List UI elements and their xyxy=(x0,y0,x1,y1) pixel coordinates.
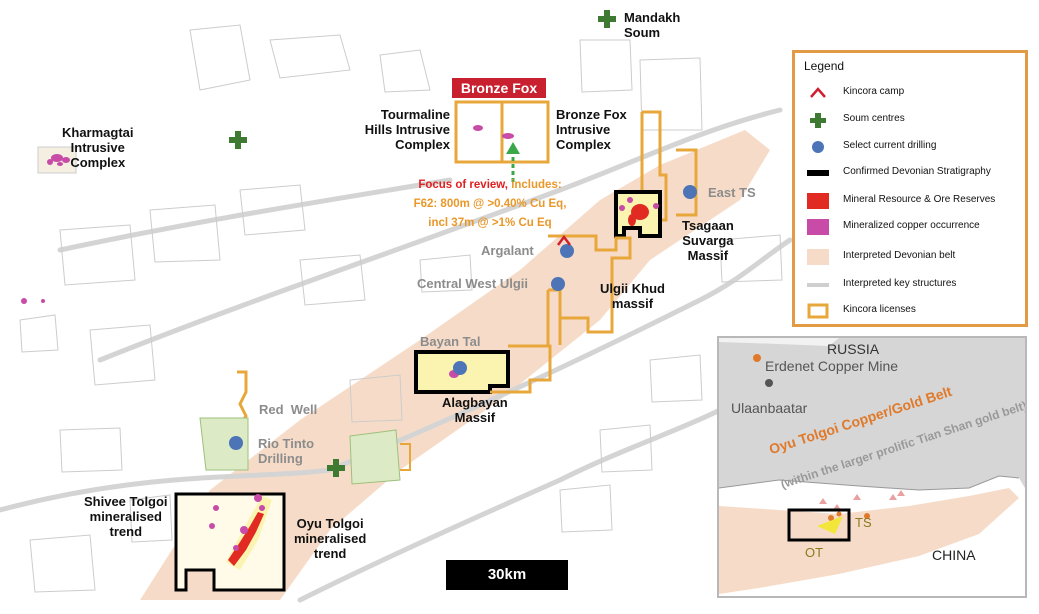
legend-panel: Legend Kincora camp Soum centres Select … xyxy=(792,50,1028,327)
structure-line-icon xyxy=(807,283,829,287)
focus-review-result-1: F62: 800m @ >0.40% Cu Eq, xyxy=(413,198,567,210)
rio-tinto-license-orange xyxy=(400,443,411,471)
kincora-camp-icon xyxy=(557,234,571,246)
inset-ot-label: OT xyxy=(805,545,824,560)
legend-label: Kincora camp xyxy=(843,86,905,97)
rio-tinto-label: Rio Tinto Drilling xyxy=(258,436,315,466)
focus-review-highlight: Focus of review, xyxy=(418,179,508,191)
resource-square-icon xyxy=(807,193,829,209)
bronze-fox-complex-label: Bronze Fox Intrusive Complex xyxy=(556,107,627,152)
soum-cross-icon xyxy=(327,459,345,477)
focus-review-includes: includes: xyxy=(508,179,562,191)
focus-review-result-2: incl 37m @ >1% Cu Eq xyxy=(428,217,552,229)
scale-bar: 30km xyxy=(446,560,568,590)
inset-china-label: CHINA xyxy=(932,547,976,563)
legend-label: Interpreted key structures xyxy=(843,278,957,289)
focus-arrow-icon xyxy=(506,142,520,182)
inset-russia-label: RUSSIA xyxy=(827,341,880,357)
bayan-tal-label: Bayan Tal xyxy=(420,334,481,349)
legend-item-soum-centres: Soum centres xyxy=(795,110,1025,130)
red-well-label: Red Well xyxy=(259,402,318,417)
bronze-fox-title: Bronze Fox xyxy=(452,78,546,98)
legend-label: Mineralized copper occurrence xyxy=(843,220,980,231)
soum-cross-icon xyxy=(598,10,616,28)
oyu-tolgoi-label: Oyu Tolgoi mineralised trend xyxy=(294,516,367,561)
legend-label: Mineral Resource & Ore Reserves xyxy=(843,194,996,205)
mandakh-soum-label: Mandakh Soum xyxy=(624,10,681,40)
soum-centres xyxy=(229,10,616,477)
legend-title: Legend xyxy=(804,59,845,73)
legend-item-stratigraphy: Confirmed Devonian Stratigraphy xyxy=(795,163,1025,183)
legend-item-structures: Interpreted key structures xyxy=(795,275,1025,295)
kharmagtai-label: Kharmagtai Intrusive Complex xyxy=(62,125,134,170)
soum-cross-icon xyxy=(229,131,247,149)
alagbayan-licenses xyxy=(490,344,552,394)
occurrence-square-icon xyxy=(807,219,829,235)
legend-item-resource: Mineral Resource & Ore Reserves xyxy=(795,191,1025,211)
inset-base xyxy=(719,338,1025,596)
camp-caret-icon xyxy=(810,87,826,98)
drilling-dot-icon xyxy=(812,141,824,153)
legend-label: Select current drilling xyxy=(843,140,937,151)
shivee-tolgoi-label: Shivee Tolgoi mineralised trend xyxy=(84,494,168,539)
rio-tinto-parcels xyxy=(199,417,401,485)
ulgii-khud-licenses xyxy=(546,234,632,345)
legend-item-kincora-camp: Kincora camp xyxy=(795,83,1025,103)
tourmaline-label: Tourmaline Hills Intrusive Complex xyxy=(364,107,450,152)
belt-square-icon xyxy=(807,249,829,265)
legend-label: Confirmed Devonian Stratigraphy xyxy=(843,166,991,177)
legend-item-drilling: Select current drilling xyxy=(795,137,1025,157)
license-box-icon xyxy=(807,303,829,319)
legend-item-licenses: Kincora licenses xyxy=(795,301,1025,321)
drilling-sites xyxy=(229,185,697,450)
mineral-resources xyxy=(228,204,649,566)
copper-occurrences xyxy=(21,125,659,551)
east-ts-label: East TS xyxy=(708,185,756,200)
argalant-label: Argalant xyxy=(481,243,534,258)
central-west-ulgii-label: Central West Ulgii xyxy=(417,276,529,291)
inset-map: RUSSIA Erdenet Copper Mine Ulaanbaatar O… xyxy=(717,336,1027,598)
legend-label: Interpreted Devonian belt xyxy=(843,250,956,261)
legend-label: Soum centres xyxy=(843,113,905,124)
bronze-fox-licenses xyxy=(454,100,550,164)
alagbayan-label: Alagbayan Massif xyxy=(442,395,508,425)
inset-ulaanbaatar-label: Ulaanbaatar xyxy=(731,400,808,416)
legend-item-belt: Interpreted Devonian belt xyxy=(795,247,1025,267)
parcel-outlines xyxy=(19,24,783,593)
tsagaan-suvarga-label: Tsagaan Suvarga Massif xyxy=(682,218,734,263)
inset-ts-label: TS xyxy=(855,515,872,530)
ulgii-khud-label: Ulgii Khud massif xyxy=(600,281,665,311)
soum-cross-icon xyxy=(810,113,826,128)
focus-review-note: Focus of review, includes: F62: 800m @ >… xyxy=(400,176,580,233)
legend-label: Kincora licenses xyxy=(843,304,916,315)
legend-item-occurrence: Mineralized copper occurrence xyxy=(795,217,1025,237)
inset-erdenet-label: Erdenet Copper Mine xyxy=(765,358,899,374)
key-structures xyxy=(0,107,793,603)
stratigraphy-line-icon xyxy=(807,170,829,176)
